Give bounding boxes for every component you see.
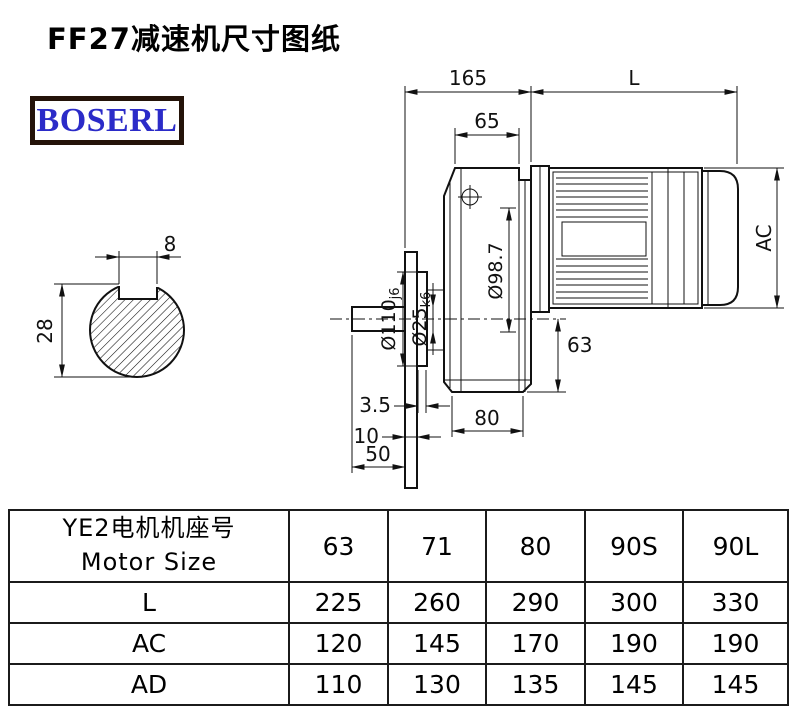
header-motor-size-en: Motor Size <box>80 548 218 576</box>
cell: 145 <box>584 663 684 706</box>
cell: 190 <box>682 622 789 665</box>
table-row-AD: AD 110 130 135 145 145 <box>8 663 789 706</box>
dim-spigot-step: 3.5 <box>359 370 450 417</box>
dim-shaft-diameter-label: Ø25k6 <box>409 292 434 347</box>
header-size-0: 63 <box>288 509 389 583</box>
row-label: AC <box>8 622 290 665</box>
cell: 145 <box>387 622 487 665</box>
dim-gearbox-length: 165 <box>404 66 532 248</box>
dim-motor-length-label: L <box>628 66 640 90</box>
dim-motor-height-label: AC <box>752 224 776 251</box>
dim-shaft-length-label: 50 <box>365 442 390 466</box>
dim-housing-bottom-width-label: 80 <box>474 406 499 430</box>
dim-shaft-center-height-label: 63 <box>567 333 592 357</box>
page-title: FF27减速机尺寸图纸 <box>47 22 341 56</box>
dim-shaft-diameter: Ø25k6 <box>409 283 436 355</box>
dimensions: 165 L 65 AC <box>351 66 784 473</box>
header-size-4: 90L <box>682 509 789 583</box>
output-flange <box>404 251 418 489</box>
motor-fins <box>556 177 648 299</box>
dim-housing-top-width-label: 65 <box>474 109 499 133</box>
cell: 225 <box>288 581 389 624</box>
table-row-L: L 225 260 290 300 330 <box>8 581 789 624</box>
dim-spigot-step-label: 3.5 <box>359 393 391 417</box>
cell: 120 <box>288 622 389 665</box>
logo-text: BOSERL <box>36 101 178 139</box>
header-size-2: 80 <box>485 509 586 583</box>
dim-flange-spigot-diameter: Ø110j6 <box>378 271 417 367</box>
header-motor-size: YE2电机机座号 Motor Size <box>8 509 290 583</box>
motor-body <box>548 167 703 309</box>
dim-keyway-width: 8 <box>95 232 181 284</box>
dim-section-height-label: 28 <box>33 318 57 343</box>
dim-motor-height: AC <box>704 167 784 309</box>
row-label: L <box>8 581 290 624</box>
dim-section-height: 28 <box>33 283 137 378</box>
cell: 170 <box>485 622 586 665</box>
dimension-drawing: 8 28 <box>33 66 784 489</box>
row-label: AD <box>8 663 290 706</box>
cell: 130 <box>387 663 487 706</box>
header-size-3: 90S <box>584 509 684 583</box>
cell: 145 <box>682 663 789 706</box>
dim-gearbox-length-label: 165 <box>449 66 487 90</box>
dim-flange-thickness-label: 10 <box>354 424 379 448</box>
dim-shaft-length: 50 <box>351 335 406 473</box>
header-size-1: 71 <box>387 509 487 583</box>
motor-size-table: YE2电机机座号 Motor Size 63 71 80 90S 90L L 2… <box>8 509 789 706</box>
dim-housing-bottom-width: 80 <box>451 396 524 437</box>
dim-flange-thickness: 10 <box>354 424 441 448</box>
cell: 260 <box>387 581 487 624</box>
cell: 330 <box>682 581 789 624</box>
cell: 290 <box>485 581 586 624</box>
cell: 190 <box>584 622 684 665</box>
cell: 110 <box>288 663 389 706</box>
cell: 135 <box>485 663 586 706</box>
table-row-AC: AC 120 145 170 190 190 <box>8 622 789 665</box>
cell: 300 <box>584 581 684 624</box>
header-motor-size-cn: YE2电机机座号 <box>62 514 236 543</box>
dim-gear-housing-diameter-label: Ø98.7 <box>485 242 507 299</box>
dim-motor-length: L <box>530 66 738 164</box>
motor-nameplate <box>561 221 647 257</box>
dim-flange-spigot-diameter-label: Ø110j6 <box>378 287 403 350</box>
boserl-logo: BOSERL <box>30 96 184 145</box>
fan-cover <box>701 170 739 306</box>
dim-gear-housing-diameter: Ø98.7 <box>485 207 516 333</box>
dim-shaft-center-height: 63 <box>527 318 592 393</box>
table-header-row: YE2电机机座号 Motor Size 63 71 80 90S 90L <box>8 509 789 583</box>
dim-keyway-width-label: 8 <box>164 232 177 256</box>
shaft-cross-section-view: 8 28 <box>33 232 185 378</box>
dim-housing-top-width: 65 <box>454 109 520 164</box>
